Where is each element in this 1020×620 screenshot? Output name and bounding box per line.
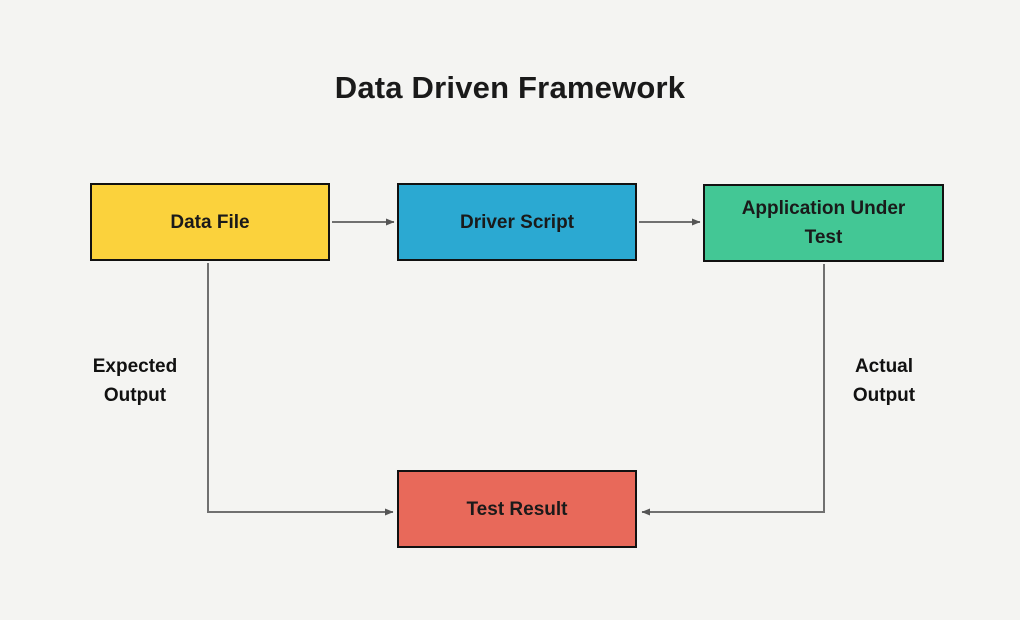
arrow-application-under-test-to-test-result <box>641 264 825 516</box>
arrow-data-file-to-test-result <box>207 263 394 516</box>
node-test-result: Test Result <box>397 470 637 548</box>
diagram-title: Data Driven Framework <box>334 70 686 105</box>
node-driver-script: Driver Script <box>397 183 637 261</box>
node-application-under-test: Application Under Test <box>703 184 944 262</box>
node-data-file: Data File <box>90 183 330 261</box>
edge-label-actual-output: Actual Output <box>852 356 916 406</box>
edge-label-expected-output: Expected Output <box>92 356 178 406</box>
